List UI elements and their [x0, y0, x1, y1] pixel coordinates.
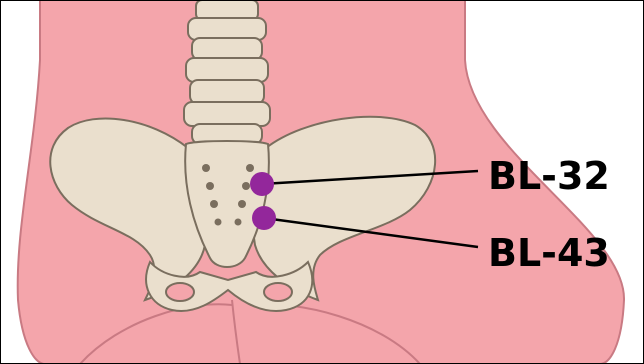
foramen	[235, 219, 242, 226]
foramen	[215, 219, 222, 226]
right-obturator	[264, 283, 292, 301]
left-obturator	[166, 283, 194, 301]
vertebra	[186, 58, 268, 82]
foramen	[206, 182, 214, 190]
bl43-label: BL-43	[488, 231, 610, 275]
foramen	[210, 200, 218, 208]
bl32-point	[250, 172, 274, 196]
foramen	[202, 164, 210, 172]
vertebra	[190, 80, 264, 104]
foramen	[246, 164, 254, 172]
vertebra	[192, 38, 262, 60]
vertebra	[188, 18, 266, 40]
foramen	[238, 200, 246, 208]
foramen	[242, 182, 250, 190]
spine	[184, 0, 270, 144]
vertebra	[184, 102, 270, 126]
bl43-point	[252, 206, 276, 230]
bl32-label: BL-32	[488, 154, 610, 198]
